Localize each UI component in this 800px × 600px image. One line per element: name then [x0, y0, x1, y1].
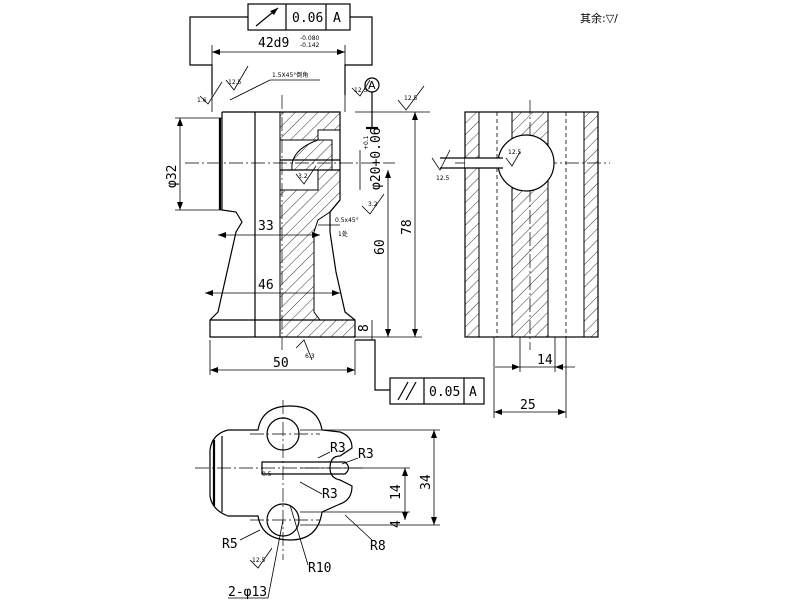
svg-text:3.2: 3.2 [298, 173, 308, 180]
plan-r5: R5 [222, 537, 238, 552]
dim-42d9-tol-lower: -0.142 [300, 42, 320, 49]
chamfer-note: 1.5X45°倒角 [272, 71, 308, 79]
parallelism-symbol-icon [397, 381, 417, 401]
roughness-symbol-icon: 3.2 [361, 193, 385, 215]
svg-text:12.5: 12.5 [252, 557, 266, 564]
dim-42d9: 42d9 [258, 36, 289, 51]
plan-dim-05: 0.5 [262, 471, 272, 478]
roughness-symbol-icon: 3.2 [295, 165, 317, 185]
roughness-symbol-icon: 6.3 [295, 339, 315, 361]
chamfer-small: 0.5x45° [335, 217, 359, 224]
plan-r3-b: R3 [358, 447, 374, 462]
parallelism-value: 0.05 [429, 385, 460, 400]
roughness-symbol-icon: 12.5 [249, 547, 273, 569]
chamfer-small-count: 1处 [338, 230, 348, 238]
roughness-symbol-icon: 1.6 [197, 81, 223, 105]
svg-text:6.3: 6.3 [305, 353, 315, 360]
dim-33: 33 [258, 219, 274, 234]
datum-a-marker: A [364, 77, 380, 130]
plan-r10: R10 [308, 561, 331, 576]
runout-datum: A [333, 11, 341, 26]
front-view: 42d9 -0.080 -0.142 1.5X45°倒角 1.6 12.5 A … [165, 35, 430, 391]
dim-bore: φ20+0.06 [369, 127, 384, 190]
plan-r3-a: R3 [330, 441, 346, 456]
plan-view: R3 R3 R3 R5 R8 R10 2-φ13 0.5 34 14 4 [195, 400, 440, 600]
plan-holes: 2-φ13 [228, 585, 267, 600]
plan-r8: R8 [370, 539, 386, 554]
datum-a-label: A [368, 79, 376, 92]
runout-symbol-icon [255, 7, 279, 27]
roughness-symbol-icon: 12.5 [351, 79, 371, 97]
roughness-symbol-icon: 12.5 [225, 65, 249, 91]
dim-60: 60 [373, 239, 388, 255]
parallelism-tolerance-frame: 0.05 A [389, 377, 485, 405]
plan-dim-34: 34 [419, 474, 434, 490]
svg-text:1.6: 1.6 [197, 97, 207, 104]
roughness-symbol-icon: 12.5 [355, 85, 430, 113]
parallelism-datum: A [469, 385, 477, 400]
dim-50: 50 [273, 356, 289, 371]
svg-text:3.2: 3.2 [368, 201, 378, 208]
roughness-symbol-icon: 12.5 [505, 149, 522, 167]
dim-42d9-tol-upper: -0.080 [300, 35, 320, 42]
svg-text:12.5: 12.5 [508, 149, 522, 156]
roughness-symbol-icon: 12.5 [431, 149, 451, 182]
runout-value: 0.06 [292, 11, 323, 26]
dim-78: 78 [400, 219, 415, 235]
svg-text:12.5: 12.5 [228, 79, 242, 86]
svg-text:12.5: 12.5 [436, 175, 450, 182]
dim-bore-tol: +0.1 [363, 135, 370, 150]
plan-r3-c: R3 [322, 487, 338, 502]
plan-dim-14: 14 [389, 484, 404, 500]
side-view: 12.5 12.5 14 25 [431, 100, 610, 418]
side-dim-25: 25 [520, 398, 536, 413]
svg-text:12.5: 12.5 [404, 95, 418, 102]
rest-finish-note: 其余:▽/ [580, 11, 618, 25]
svg-text:12.5: 12.5 [354, 87, 368, 94]
dim-8: 8 [357, 324, 372, 332]
dim-46: 46 [258, 278, 274, 293]
plan-dim-4: 4 [389, 520, 404, 528]
side-dim-14: 14 [537, 353, 553, 368]
dim-phi32: φ32 [165, 165, 180, 188]
